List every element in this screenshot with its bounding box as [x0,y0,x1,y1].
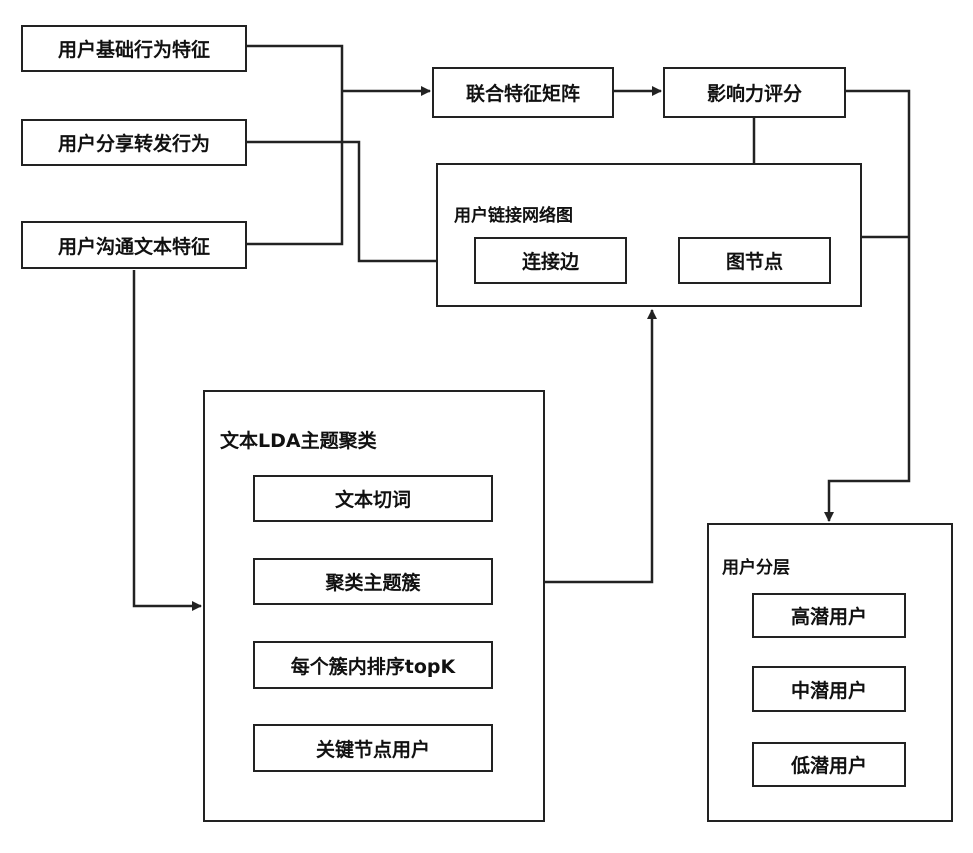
lda-title: 文本LDA主题聚类 [220,430,377,452]
joint-feature-matrix: 联合特征矩阵 [432,67,614,118]
user-link-network-group: 用户链接网络图 [436,163,862,307]
input-comm-text: 用户沟通文本特征 [21,221,247,269]
lda-step-key-users: 关键节点用户 [253,724,493,772]
layer-high-potential-label: 高潜用户 [790,606,867,628]
network-edge-label: 连接边 [521,251,579,273]
edge-comm-to-merge [247,91,344,246]
lda-step-topk-label: 每个簇内排序topK [290,655,456,678]
network-node-label: 图节点 [725,251,783,273]
edge-influence-to-layering [824,89,911,522]
influence-score: 影响力评分 [663,67,846,118]
input-basic-behavior: 用户基础行为特征 [21,25,247,72]
edge-share-to-link-edge [247,140,473,266]
layer-mid-potential: 中潜用户 [752,666,906,712]
network-node: 图节点 [678,237,831,284]
lda-step-cluster-topics: 聚类主题簇 [253,558,493,605]
layering-title: 用户分层 [722,558,790,578]
layer-low-potential-label: 低潜用户 [790,755,867,777]
joint-feature-matrix-label: 联合特征矩阵 [465,83,580,105]
input-basic-behavior-label: 用户基础行为特征 [57,39,210,61]
edge-cluster-to-network [493,309,657,584]
input-share-forward: 用户分享转发行为 [21,119,247,166]
lda-step-text-cut-label: 文本切词 [334,489,411,511]
input-share-forward-label: 用户分享转发行为 [57,133,210,155]
input-comm-text-label: 用户沟通文本特征 [57,235,210,258]
network-title: 用户链接网络图 [454,206,573,226]
layer-mid-potential-label: 中潜用户 [790,679,867,702]
edge-basic-to-merge [247,44,344,91]
influence-score-label: 影响力评分 [706,83,802,105]
layer-high-potential: 高潜用户 [752,593,906,638]
layer-low-potential: 低潜用户 [752,742,906,787]
lda-step-cluster-topics-label: 聚类主题簇 [325,572,421,594]
network-edge: 连接边 [474,237,627,284]
lda-step-topk: 每个簇内排序topK [253,641,493,689]
edge-comm-to-lda [132,270,202,611]
lda-step-text-cut: 文本切词 [253,475,493,522]
lda-step-key-users-label: 关键节点用户 [315,738,430,761]
